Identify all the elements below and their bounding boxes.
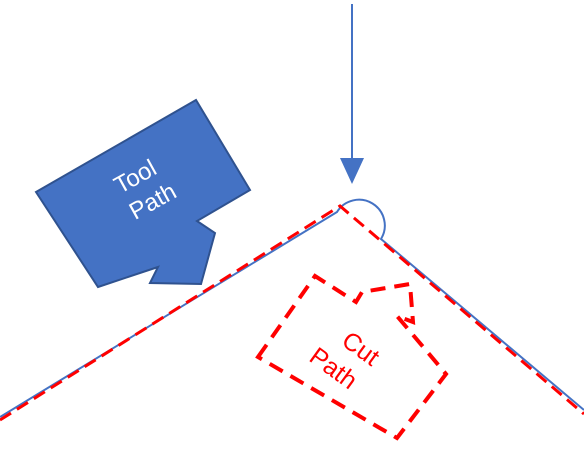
svg-text:Cut Path: Cut Path	[304, 316, 390, 401]
tool-path-callout: Tool Path	[34, 98, 252, 289]
cut-path-arrow-shape	[255, 273, 449, 441]
svg-text:Tool Path: Tool Path	[110, 151, 182, 225]
cut-path-line	[0, 204, 584, 422]
vertical-arrow-head	[340, 158, 364, 184]
cut-path-callout: Cut Path	[255, 273, 449, 441]
tool-path-arrow-shape	[34, 98, 252, 289]
tool-path-line	[0, 198, 584, 418]
